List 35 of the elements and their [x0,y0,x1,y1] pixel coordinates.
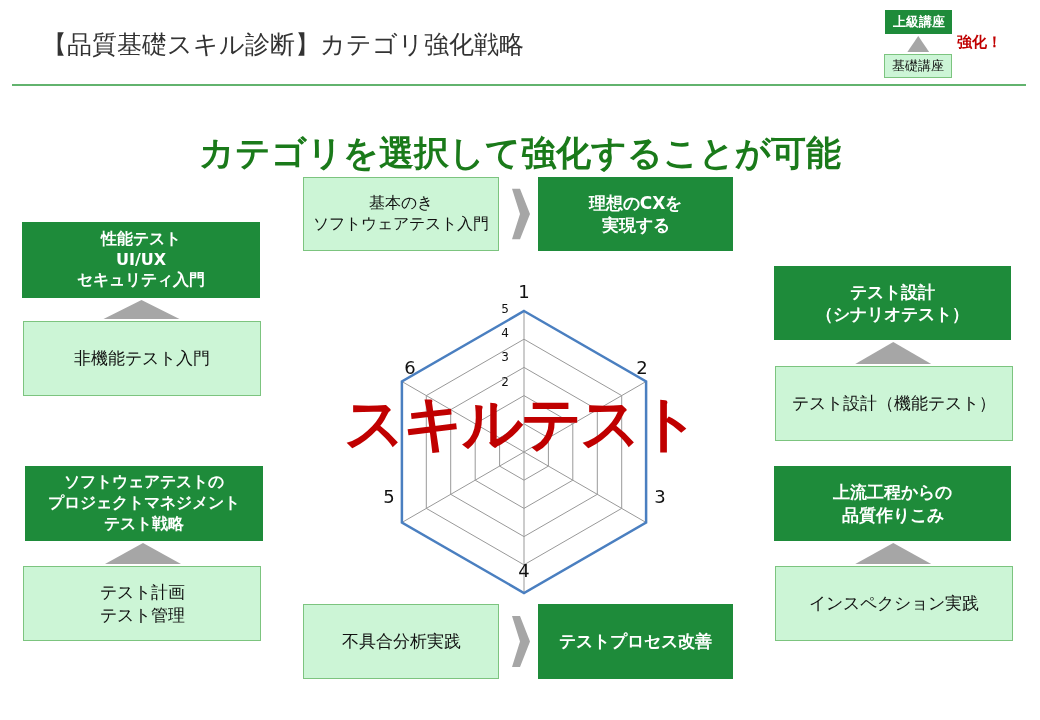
advanced-course-box: 上流工程からの品質作りこみ [774,466,1011,541]
advanced-course-box: 理想のCXを実現する [538,177,733,251]
basic-course-box: テスト計画 テスト管理 [23,566,261,641]
overlay-title: スキルテスト [344,386,698,460]
advanced-course-box: ソフトウェアテストの プロジェクトマネジメント テスト戦略 [25,466,263,541]
advanced-course-box: 上級講座 [885,10,952,34]
emphasis-text: 強化！ [957,33,1002,52]
headline: カテゴリを選択して強化することが可能 [199,132,841,175]
basic-course-box: テスト設計（機能テスト） [775,366,1013,441]
page-title: 【品質基礎スキル診断】カテゴリ強化戦略 [42,29,524,61]
axis-label: 1 [518,280,530,302]
basic-course-box: 不具合分析実践 [303,604,499,679]
chevron-arrow [103,300,180,319]
basic-course-box: 非機能テスト入門 [23,321,261,396]
basic-course-box: 基本のき ソフトウェアテスト入門 [303,177,499,251]
axis-label: 6 [404,356,416,378]
axis-label: 2 [636,356,648,378]
tick-label: 2 [501,375,509,389]
tick-label: 4 [501,326,509,340]
tick-label: 5 [501,302,509,316]
axis-label: 5 [383,485,395,507]
basic-course-box: インスペクション実践 [775,566,1013,641]
advanced-course-box: テスト設計 （シナリオテスト） [774,266,1011,340]
chevron-arrow [907,36,930,52]
chevron-arrow [512,616,530,667]
chevron-arrow [512,188,530,240]
axis-label: 4 [518,559,530,581]
axis-label: 3 [654,485,666,507]
advanced-course-box: テストプロセス改善 [538,604,733,679]
tick-label: 3 [501,350,509,364]
chevron-arrow [105,543,181,564]
advanced-course-box: 性能テスト UI/UX セキュリティ入門 [22,222,260,298]
chevron-arrow [855,342,932,364]
basic-course-box: 基礎講座 [884,54,952,78]
chevron-arrow [855,543,932,564]
